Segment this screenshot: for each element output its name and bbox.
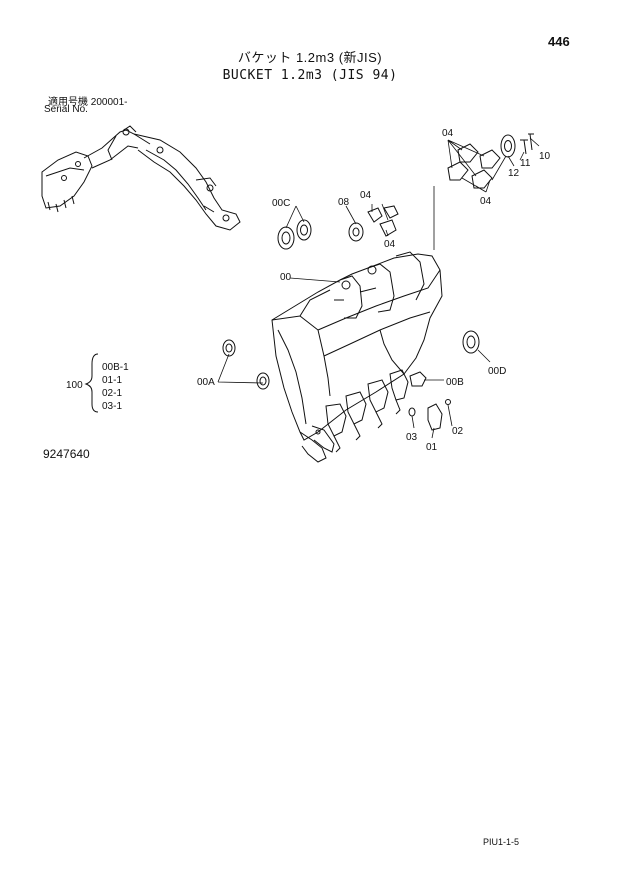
- kit-item: 02-1: [102, 388, 122, 399]
- callout-labels: 04 10 11 12 04 00C 08 04 04 00 00D 00A 0…: [66, 128, 551, 453]
- part-00D: [462, 330, 480, 354]
- callout-00D: 00D: [488, 366, 506, 377]
- callout-04-mid: 04: [360, 190, 372, 201]
- part-00B: [409, 371, 427, 387]
- kit-item: 00B-1: [102, 362, 129, 373]
- part-08: [348, 222, 364, 242]
- part-03: [408, 407, 416, 417]
- callout-00C: 00C: [272, 198, 290, 209]
- part-01: [427, 403, 443, 431]
- callout-08: 08: [338, 197, 350, 208]
- kit-items: 00B-1 01-1 02-1 03-1: [102, 362, 129, 412]
- kit-item: 01-1: [102, 375, 122, 386]
- part-02: [445, 399, 451, 405]
- page-number: 446: [548, 34, 570, 49]
- part-00C: [277, 219, 312, 250]
- callout-10: 10: [539, 151, 551, 162]
- callout-00B: 00B: [446, 377, 464, 388]
- callout-00: 00: [280, 272, 292, 283]
- callout-03: 03: [406, 432, 418, 443]
- callout-02: 02: [452, 426, 464, 437]
- footer-code: PIU1-1-5: [483, 837, 520, 847]
- serial-label-english: Serial No.: [44, 104, 88, 115]
- part-04-mid: [367, 205, 399, 237]
- drawing-code: 9247640: [43, 447, 90, 461]
- excavator-arm-sketch: [41, 125, 241, 231]
- bucket-teeth: [299, 369, 409, 463]
- connector-lines: [217, 137, 540, 439]
- kit-brace: [84, 353, 99, 413]
- bucket-body: [271, 251, 443, 441]
- part-12-11-10: [500, 133, 534, 158]
- callout-00A: 00A: [197, 377, 215, 388]
- serial-label-japanese: 適用号機 200001-: [48, 97, 128, 108]
- callout-01: 01: [426, 442, 438, 453]
- kit-item: 03-1: [102, 401, 122, 412]
- callout-04-right: 04: [480, 196, 492, 207]
- title-japanese: バケット 1.2m3 (新JIS): [237, 50, 383, 65]
- part-00A: [222, 339, 270, 390]
- part-04-top: [447, 143, 501, 189]
- title-english: BUCKET 1.2m3 (JIS 94): [222, 68, 398, 83]
- callout-100: 100: [66, 380, 83, 391]
- callout-04-top: 04: [442, 128, 454, 139]
- callout-04-mid2: 04: [384, 239, 396, 250]
- callout-11: 11: [520, 158, 531, 169]
- callout-12: 12: [508, 168, 520, 179]
